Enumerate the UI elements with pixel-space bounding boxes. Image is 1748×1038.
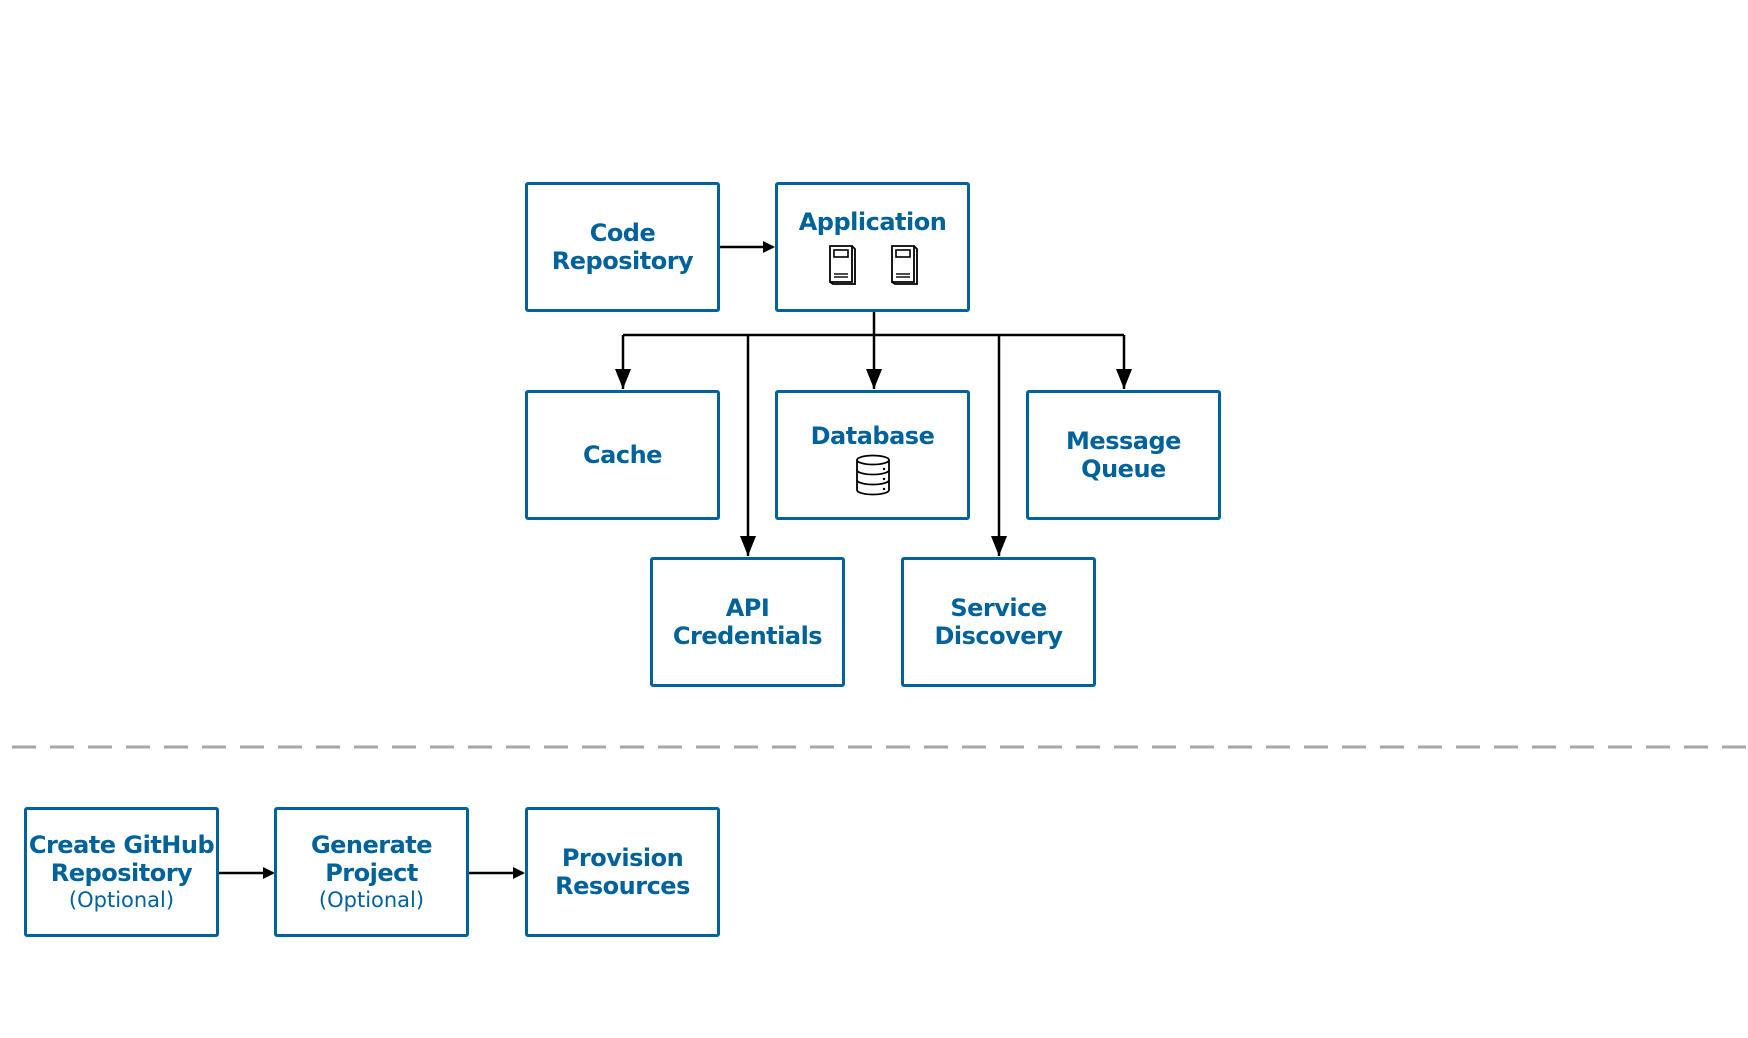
server-icon bbox=[828, 245, 856, 285]
arrowhead-message-queue bbox=[1116, 369, 1132, 389]
provision-resources-label: Provision Resources bbox=[555, 844, 690, 900]
database-box: Database bbox=[775, 390, 970, 520]
application-label: Application bbox=[798, 208, 947, 236]
api-credentials-box: API Credentials bbox=[650, 557, 845, 687]
arrowhead-service-discovery bbox=[991, 536, 1007, 556]
arrowhead-cache bbox=[615, 369, 631, 389]
application-box: Application bbox=[775, 182, 970, 312]
cache-box: Cache bbox=[525, 390, 720, 520]
message-queue-label: Message Queue bbox=[1066, 427, 1181, 483]
server-icon bbox=[890, 245, 918, 285]
service-discovery-label: Service Discovery bbox=[934, 594, 1063, 650]
create-github-repository-note: (Optional) bbox=[68, 888, 175, 912]
cache-label: Cache bbox=[583, 441, 662, 469]
service-discovery-box: Service Discovery bbox=[901, 557, 1096, 687]
generate-project-note: (Optional) bbox=[318, 888, 425, 912]
code-repository-label: Code Repository bbox=[551, 219, 694, 275]
code-repository-box: Code Repository bbox=[525, 182, 720, 312]
database-icon bbox=[855, 454, 890, 496]
arrowhead-database bbox=[866, 369, 882, 389]
database-label: Database bbox=[810, 422, 935, 450]
api-credentials-label: API Credentials bbox=[672, 594, 823, 650]
generate-project-label: Generate Project bbox=[310, 831, 433, 887]
create-github-repository-box: Create GitHub Repository (Optional) bbox=[24, 807, 219, 937]
create-github-repository-label: Create GitHub Repository bbox=[28, 831, 215, 887]
generate-project-box: Generate Project (Optional) bbox=[274, 807, 469, 937]
message-queue-box: Message Queue bbox=[1026, 390, 1221, 520]
provision-resources-box: Provision Resources bbox=[525, 807, 720, 937]
arrowhead-api-credentials bbox=[740, 536, 756, 556]
